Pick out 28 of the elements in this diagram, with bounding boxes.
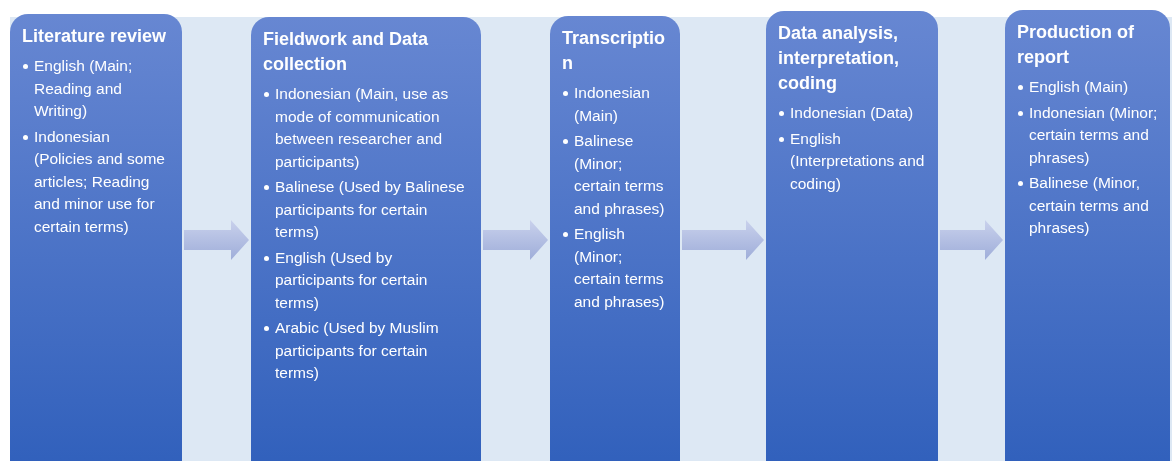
- stage-heading: Production of report: [1017, 21, 1135, 69]
- bullet-item: Balinese (Minor; certain terms and phrases): [562, 130, 668, 220]
- bullet-item: Indonesian (Minor; certain terms and phrases): [1017, 101, 1158, 169]
- block-arrow: [682, 220, 764, 260]
- bullet-item: Indonesian (Policies and some articles; Reading and minor use for certain terms): [22, 125, 170, 238]
- stage-box: [766, 11, 938, 461]
- bullet-item: Balinese (Used by Balinese participants for certain terms): [263, 176, 469, 244]
- bullet-item: Indonesian (Main, use as mode of communication between researcher and participants): [263, 83, 469, 173]
- stage-box: [1005, 10, 1170, 461]
- block-arrow: [483, 220, 548, 260]
- bullet-item: Balinese (Minor, certain terms and phrases): [1017, 172, 1158, 240]
- stage-box: [251, 17, 481, 461]
- bullet-item: English (Main; Reading and Writing): [22, 55, 170, 123]
- stage-heading: Data analysis, interpretation, coding: [778, 22, 900, 95]
- stage-heading: Fieldwork and Data collection: [263, 28, 430, 76]
- stage-box: [550, 16, 680, 461]
- bullet-item: English (Minor; certain terms and phrases): [562, 223, 668, 313]
- stage-heading: Literature review: [22, 25, 168, 48]
- bullet-item: English (Used by participants for certain terms): [263, 246, 469, 314]
- block-arrow: [940, 220, 1003, 260]
- bullet-item: Arabic (Used by Muslim participants for certain terms): [263, 317, 469, 385]
- stage-heading: Transcription: [562, 27, 667, 75]
- bullet-item: English (Main): [1017, 76, 1158, 99]
- stage-box: [10, 14, 182, 461]
- bullet-item: Indonesian (Data): [778, 102, 926, 125]
- block-arrow: [184, 220, 249, 260]
- bullet-item: English (Interpretations and coding): [778, 127, 926, 195]
- bullet-item: Indonesian (Main): [562, 82, 668, 127]
